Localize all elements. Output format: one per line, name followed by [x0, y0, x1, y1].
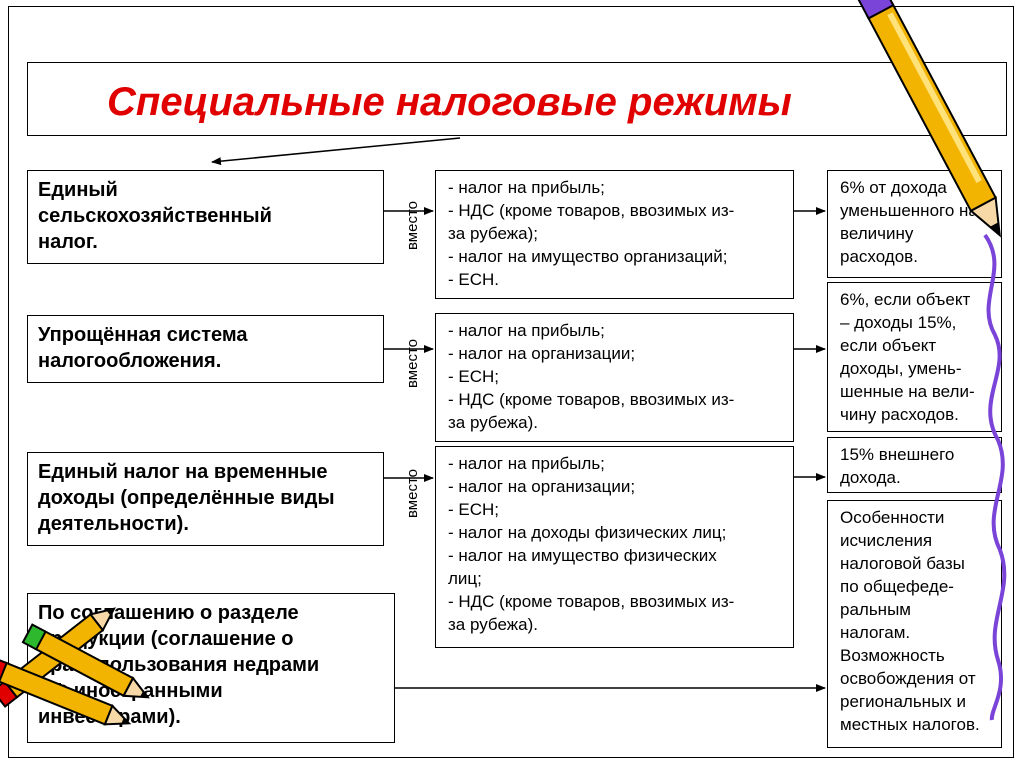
replaced-taxes-box-usn: - налог на прибыль; - налог на организац…	[435, 313, 794, 442]
regime-line: деятельности).	[38, 513, 189, 535]
pencil-icon	[21, 623, 150, 699]
tax-line: - НДС (кроме товаров, ввозимых из-	[448, 592, 735, 611]
tax-line: - НДС (кроме товаров, ввозимых из-	[448, 390, 735, 409]
purple-wave-decoration	[983, 233, 1007, 721]
rate-line: налогам.	[840, 623, 911, 642]
rate-line: дохода.	[840, 468, 901, 487]
title-box	[27, 62, 1007, 136]
rate-line: региональных и	[840, 692, 967, 711]
rate-line: доходы, умень-	[840, 359, 962, 378]
tax-line: - налог на прибыль;	[448, 178, 605, 197]
slide-frame	[8, 6, 1014, 758]
rate-box-usn: 6%, если объект – доходы 15%, если объек…	[827, 282, 1002, 432]
pencil-icon	[856, 0, 1001, 238]
rate-line: местных налогов.	[840, 715, 980, 734]
tax-line: - налог на доходы физических лиц;	[448, 523, 727, 542]
regime-box-envd: Единый налог на временные доходы (опреде…	[27, 452, 384, 546]
tax-line: - ЕСН;	[448, 500, 499, 519]
rate-line: Возможность	[840, 646, 945, 665]
page-title: Специальные налоговые режимы	[107, 80, 792, 124]
rate-line: по общефеде-	[840, 577, 954, 596]
rate-line: 6% от дохода	[840, 178, 947, 197]
tax-line: лиц;	[448, 569, 482, 588]
title-pointer-arrow	[211, 137, 461, 166]
rate-line: 15% внешнего	[840, 445, 955, 464]
regime-line: Единый	[38, 179, 118, 201]
rate-line: налоговой базы	[840, 554, 965, 573]
tax-line: - налог на прибыль;	[448, 321, 605, 340]
rate-line: шенные на вели-	[840, 382, 975, 401]
rate-box-srp: Особенности исчисления налоговой базы по…	[827, 500, 1002, 748]
regime-box-srp: По соглашению о разделе продукции (согла…	[27, 593, 395, 743]
regime-box-usn: Упрощённая система налогообложения.	[27, 315, 384, 383]
rate-line: величину	[840, 224, 914, 243]
tax-line: - НДС (кроме товаров, ввозимых из-	[448, 201, 735, 220]
rate-line: – доходы 15%,	[840, 313, 957, 332]
tax-line: - налог на имущество физических	[448, 546, 717, 565]
tax-line: за рубежа).	[448, 615, 538, 634]
tax-line: - налог на организации;	[448, 477, 636, 496]
rate-line: освобождения от	[840, 669, 976, 688]
regime-line: продукции (соглашение о	[38, 628, 294, 650]
rate-line: если объект	[840, 336, 937, 355]
regime-line: налог.	[38, 231, 98, 253]
tax-line: - ЕСН;	[448, 367, 499, 386]
rate-line: исчисления	[840, 531, 933, 550]
rate-line: расходов.	[840, 247, 918, 266]
tax-line: за рубежа).	[448, 413, 538, 432]
tax-line: - налог на имущество организаций;	[448, 247, 728, 266]
pencil-icon	[0, 656, 132, 726]
regime-line: Упрощённая система	[38, 324, 248, 346]
rate-line: уменьшенного на	[840, 201, 978, 220]
replaced-taxes-box-envd: - налог на прибыль; - налог на организац…	[435, 446, 794, 648]
rate-line: чину расходов.	[840, 405, 959, 424]
regime-line: налогообложения.	[38, 350, 222, 372]
rate-line: 6%, если объект	[840, 290, 971, 309]
tax-line: - ЕСН.	[448, 270, 499, 289]
regime-line: доходы (определённые виды	[38, 487, 335, 509]
rate-line: ральным	[840, 600, 911, 619]
regime-line: сельскохозяйственный	[38, 205, 272, 227]
regime-line: Единый налог на временные	[38, 461, 328, 483]
tax-line: - налог на прибыль;	[448, 454, 605, 473]
tax-line: за рубежа);	[448, 224, 538, 243]
regime-box-esn: Единый сельскохозяйственный налог.	[27, 170, 384, 264]
tax-line: - налог на организации;	[448, 344, 636, 363]
replaced-taxes-box-esn: - налог на прибыль; - НДС (кроме товаров…	[435, 170, 794, 299]
rate-line: Особенности	[840, 508, 945, 527]
